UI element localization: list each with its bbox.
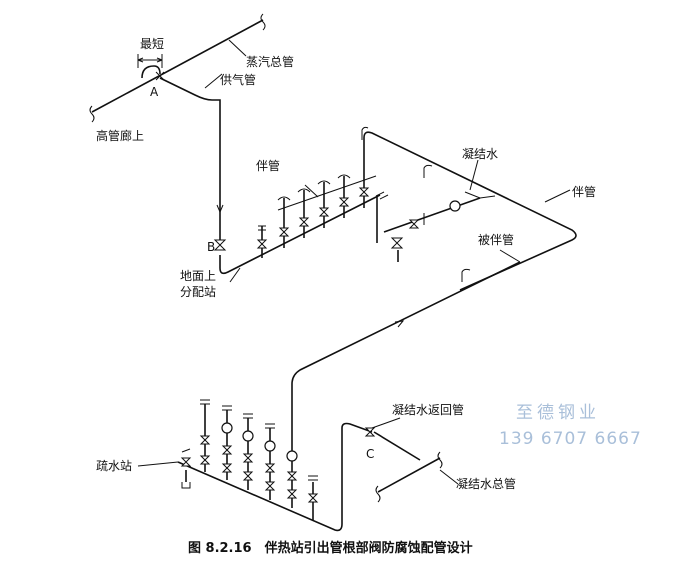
label-steam-main: 蒸汽总管 <box>246 54 294 69</box>
label-companion-pipe-right: 伴管 <box>572 184 596 199</box>
label-point-c: C <box>366 447 374 461</box>
shortest-dimension <box>137 54 163 79</box>
drain-station <box>137 399 373 532</box>
label-condensate-return: 凝结水返回管 <box>392 402 464 417</box>
label-shortest: 最短 <box>140 37 164 51</box>
ground-station-leader <box>229 267 241 283</box>
label-companion-pipe-left: 伴管 <box>256 158 280 173</box>
traced-pipe-return <box>291 261 521 450</box>
steam-main-pipe <box>89 13 266 123</box>
distribution-branches <box>256 174 389 258</box>
supply-line <box>159 73 224 245</box>
label-condensate: 凝结水 <box>462 146 498 161</box>
label-ground-2: 分配站 <box>180 285 216 299</box>
distribution-header <box>219 194 381 275</box>
label-point-b: B <box>207 240 215 254</box>
label-ground-1: 地面上 <box>180 269 216 283</box>
valve-b <box>213 239 227 251</box>
label-condensate-main: 凝结水总管 <box>456 476 516 491</box>
condensate-return <box>364 417 459 503</box>
watermark-company: 至德钢业 <box>516 403 600 423</box>
watermark-phone: 139 6707 6667 <box>499 429 642 449</box>
label-supply-pipe: 供气管 <box>220 72 256 87</box>
tracing-loop <box>361 126 577 291</box>
label-point-a: A <box>150 85 159 99</box>
label-drain-station: 疏水站 <box>96 458 132 473</box>
figure-caption: 图 8.2.16 伴热站引出管根部阀防腐蚀配管设计 <box>188 540 473 556</box>
label-traced-pipe: 被伴管 <box>478 232 514 247</box>
label-high-rack: 高管廊上 <box>96 128 144 143</box>
steam-main-leader <box>228 39 247 57</box>
